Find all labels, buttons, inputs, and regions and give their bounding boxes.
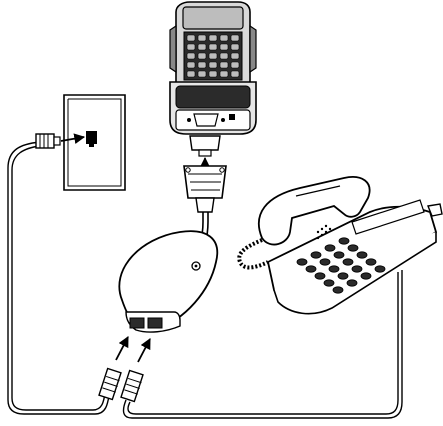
phone-key (333, 287, 343, 293)
modem-line-plug-icon (99, 369, 121, 400)
phone-key (324, 280, 334, 286)
handheld-key (209, 44, 217, 50)
handheld-key (231, 62, 239, 68)
phone-key (375, 266, 385, 272)
phone-key (366, 259, 376, 265)
handheld-key (231, 44, 239, 50)
rj11-plug-icon (36, 134, 60, 148)
handheld-key (220, 53, 228, 59)
plug-up-arrow-2 (138, 339, 150, 362)
handheld-key (220, 44, 228, 50)
phone-key (343, 259, 353, 265)
handheld-key (231, 71, 239, 77)
modem-pod-icon (119, 231, 217, 332)
handheld-key (220, 71, 228, 77)
phone-key (348, 245, 358, 251)
phone-key (338, 273, 348, 279)
handheld-key (187, 35, 195, 41)
handheld-key (187, 71, 195, 77)
plug-up-arrow-1 (116, 337, 128, 360)
modem-phone-plug-icon (121, 371, 143, 402)
handheld-key (198, 62, 206, 68)
phone-key (306, 266, 316, 272)
phone-key (320, 259, 330, 265)
handheld-key (209, 35, 217, 41)
handheld-key (220, 35, 228, 41)
handheld-key (198, 53, 206, 59)
handheld-key (231, 53, 239, 59)
phone-key (352, 266, 362, 272)
handheld-key (209, 71, 217, 77)
handheld-key (187, 62, 195, 68)
phone-key (329, 266, 339, 272)
handheld-key (187, 53, 195, 59)
handheld-key (209, 62, 217, 68)
phone-key (334, 252, 344, 258)
handheld-key (231, 35, 239, 41)
handheld-key (198, 44, 206, 50)
phone-key (325, 245, 335, 251)
handheld-key (187, 44, 195, 50)
phone-key (311, 252, 321, 258)
cradle-icon (170, 82, 256, 134)
phone-key (361, 273, 371, 279)
phone-key (357, 252, 367, 258)
phone-key (297, 259, 307, 265)
handheld-key (198, 71, 206, 77)
db9-serial-cable-icon (184, 136, 226, 236)
handheld-key (198, 35, 206, 41)
wall-jack-icon (64, 95, 125, 190)
phone-key (347, 280, 357, 286)
handheld-key (220, 62, 228, 68)
phone-key (339, 238, 349, 244)
phone-key (315, 273, 325, 279)
handheld-key (209, 53, 217, 59)
